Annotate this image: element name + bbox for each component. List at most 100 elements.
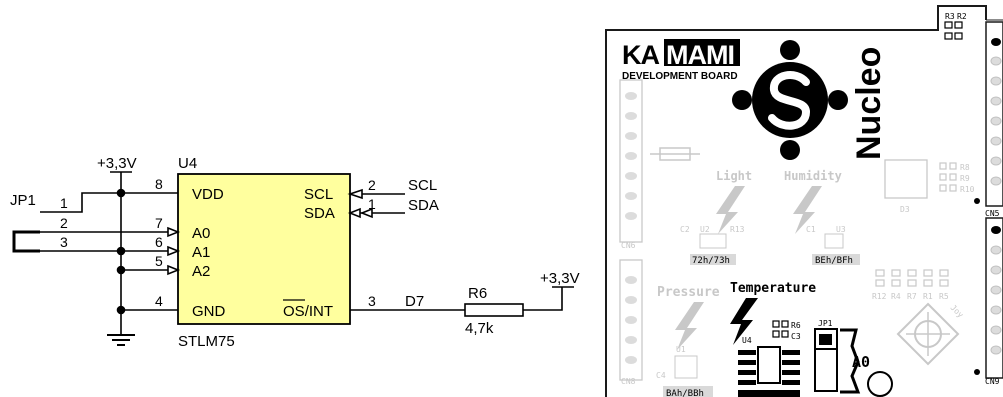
scl-arrow [347,188,363,200]
addr-humidity: BEh/BFh [815,256,853,266]
u3-outline [824,233,844,249]
net-label-scl: SCL [408,177,437,194]
cn6-label: CN6 [621,241,636,250]
pin-num-5: 5 [155,253,163,269]
chip-part: STLM75 [178,333,235,350]
r1-label: R1 [923,292,933,301]
a0-label: A0 [852,353,870,371]
addr-pressure: BAh/BBh [666,389,704,397]
resistor-row-pads [875,269,949,287]
temperature-arrow-icon [730,298,758,345]
addr-box-humidity [812,254,860,265]
input-arrow [167,245,181,257]
jumper-pin-3: 3 [60,234,68,250]
pin-num-4: 4 [155,293,163,309]
jumper-pin-1: 1 [60,195,68,211]
u1-outline [674,355,698,379]
addr-box-pressure [663,386,713,397]
c3-label: C3 [791,332,801,341]
pin-num-3: 3 [368,293,376,309]
u2-label: U2 [700,225,710,234]
junction-dot [116,265,126,275]
header-cn9 [985,217,1003,379]
r8-label: R8 [960,163,970,172]
u1-label: U1 [676,345,686,354]
addr-light: 72h/73h [692,256,730,266]
pin-num-1: 1 [368,196,376,212]
resistor-r6 [464,303,524,317]
net-label-d7: D7 [405,293,424,310]
schematic-labels: +3,3V U4 STLM75 VDD A0 A1 A2 GND SCL SDA… [10,155,580,350]
pin-num-6: 6 [155,234,163,250]
junction-dot [116,188,126,198]
r7-label: R7 [907,292,917,301]
light-arrow-icon [716,186,745,234]
r13-label: R13 [730,225,745,234]
temperature-label: Temperature [730,281,816,296]
pin-num-8: 8 [155,176,163,192]
addr-box-light [690,254,736,265]
pin-num-2: 2 [368,177,376,193]
pin1-marker [991,226,1001,234]
component-left [650,147,700,161]
jumper-ref: JP1 [10,192,36,209]
humidity-arrow-icon [793,186,822,234]
joystick: Joy [896,302,966,366]
pin-label-scl: SCL [304,186,333,203]
board-outline [605,5,987,397]
pin-label-a2: A2 [192,263,210,280]
junction-dot [116,305,126,315]
resistor-value: 4,7k [465,320,494,337]
r9-label: R9 [960,174,970,183]
brand-ka: KA [622,40,659,70]
u4-footprint [738,346,800,397]
jp1-label: JP1 [818,319,833,328]
r12-label: R12 [872,292,887,301]
cn9-label: CN9 [985,377,1000,386]
pressure-arrow-icon [675,302,704,350]
r5-label: R5 [939,292,949,301]
r6-label: R6 [791,321,801,330]
pin1-marker [991,38,1001,46]
schematic [12,171,574,346]
stlm75-chip-body [177,173,351,325]
u3-label: U3 [836,225,846,234]
brand-mami-box [664,39,740,66]
power-label-left: +3,3V [97,155,137,172]
r10-label: R10 [960,185,975,194]
cn5-label: CN5 [985,209,1000,218]
brand-sub: DEVELOPMENT BOARD [622,71,738,82]
joystick-outline [896,302,960,366]
joy-label: Joy [949,303,966,320]
pin-label-a1: A1 [192,244,210,261]
r8-r9-r10-pads [939,162,957,192]
r2-label: R2 [957,12,967,21]
pin-num-7: 7 [155,215,163,231]
r4-label: R4 [891,292,901,301]
wire-jp1-pin1 [40,192,121,213]
pin-label-sda: SDA [304,205,335,222]
pin-label-gnd: GND [192,303,226,320]
cn8-label: CN8 [621,377,636,386]
light-label: Light [716,169,752,183]
c1-label: C1 [806,225,816,234]
u2-outline [699,233,727,249]
c4-label: C4 [656,371,666,380]
net-label-sda: SDA [408,197,439,214]
pin-label-os-int: OS/INT [283,303,333,320]
input-arrow [167,264,181,276]
board: CN5 CN9 R3 R2 CN6 CN8 KA MAMI DEVELOPME [605,5,1003,397]
u4-label: U4 [742,336,752,345]
input-arrow [167,226,181,238]
kamami-logo: KA MAMI DEVELOPMENT BOARD [622,39,740,82]
nucleo-text: Nucleo [850,47,888,160]
d3-label: D3 [900,205,910,214]
r3-label: R3 [945,12,955,21]
c2-label: C2 [680,225,690,234]
resistor-ref: R6 [468,285,487,302]
mounting-hole [867,371,893,397]
junction-dot [116,246,126,256]
sda-arrow-left [347,207,361,219]
wire-r6-vcc [523,287,563,311]
